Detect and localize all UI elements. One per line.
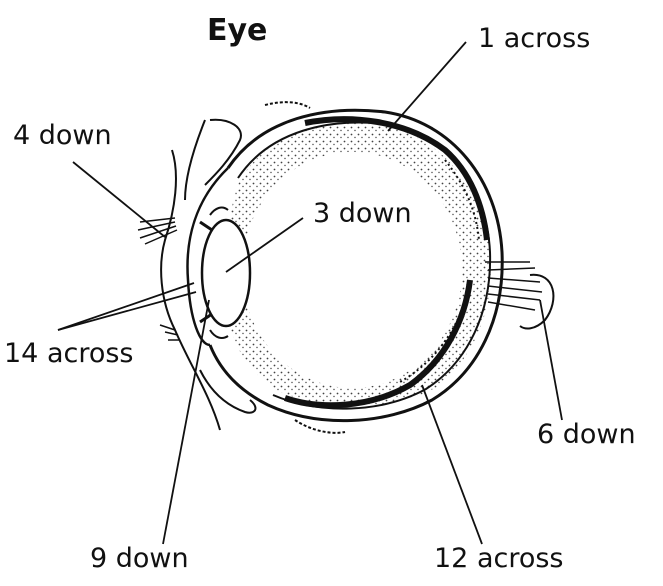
leader-line-14-across-lower: [58, 292, 196, 330]
leader-line-9-down: [163, 300, 209, 544]
leader-line-12-across: [422, 385, 482, 544]
label-12-across: 12 across: [434, 545, 564, 572]
label-1-across: 1 across: [478, 25, 590, 52]
eyelashes: [138, 218, 180, 340]
label-9-down: 9 down: [90, 545, 189, 572]
lens: [202, 220, 250, 326]
vitreous-body: [225, 123, 491, 406]
label-6-down: 6 down: [537, 421, 636, 448]
leader-line-14-across-upper: [58, 283, 194, 330]
label-14-across: 14 across: [4, 340, 134, 367]
leader-line-4-down: [73, 162, 165, 237]
leader-line-1-across: [388, 42, 466, 131]
label-4-down: 4 down: [13, 122, 112, 149]
label-3-down: 3 down: [313, 200, 412, 227]
diagram-title: Eye: [207, 16, 267, 46]
leader-line-6-down: [540, 300, 562, 420]
